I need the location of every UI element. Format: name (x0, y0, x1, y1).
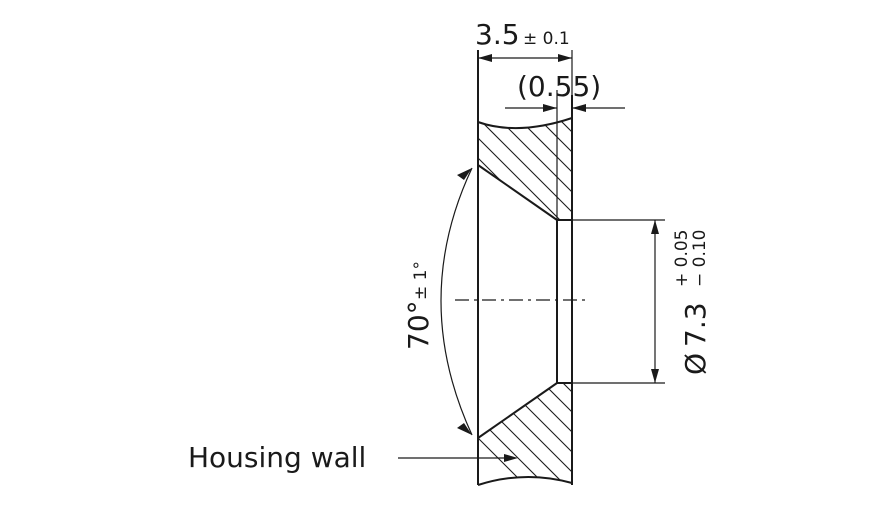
part-outline (477, 50, 573, 486)
thickness-value: 3.5 (475, 18, 520, 51)
land-value: (0.55) (517, 70, 601, 103)
diameter-value: 7.3 (679, 302, 712, 347)
diameter-dimension: Ø 7.3 + 0.05 − 0.10 (572, 219, 712, 384)
angle-dimension: 70° ± 1° (402, 167, 473, 436)
housing-wall-callout: Housing wall (188, 441, 518, 474)
housing-wall-label: Housing wall (188, 441, 366, 474)
diameter-symbol: Ø (679, 353, 712, 375)
diameter-lower-tolerance: − 0.10 (690, 230, 710, 288)
thickness-tolerance: ± 0.1 (523, 29, 570, 49)
land-dimension: (0.55) (505, 70, 625, 220)
thickness-dimension: 3.5 ± 0.1 (475, 18, 573, 95)
diameter-upper-tolerance: + 0.05 (672, 230, 692, 288)
angle-tolerance: ± 1° (411, 261, 431, 300)
section-hatch-top (478, 118, 572, 220)
angle-value: 70° (402, 300, 435, 350)
